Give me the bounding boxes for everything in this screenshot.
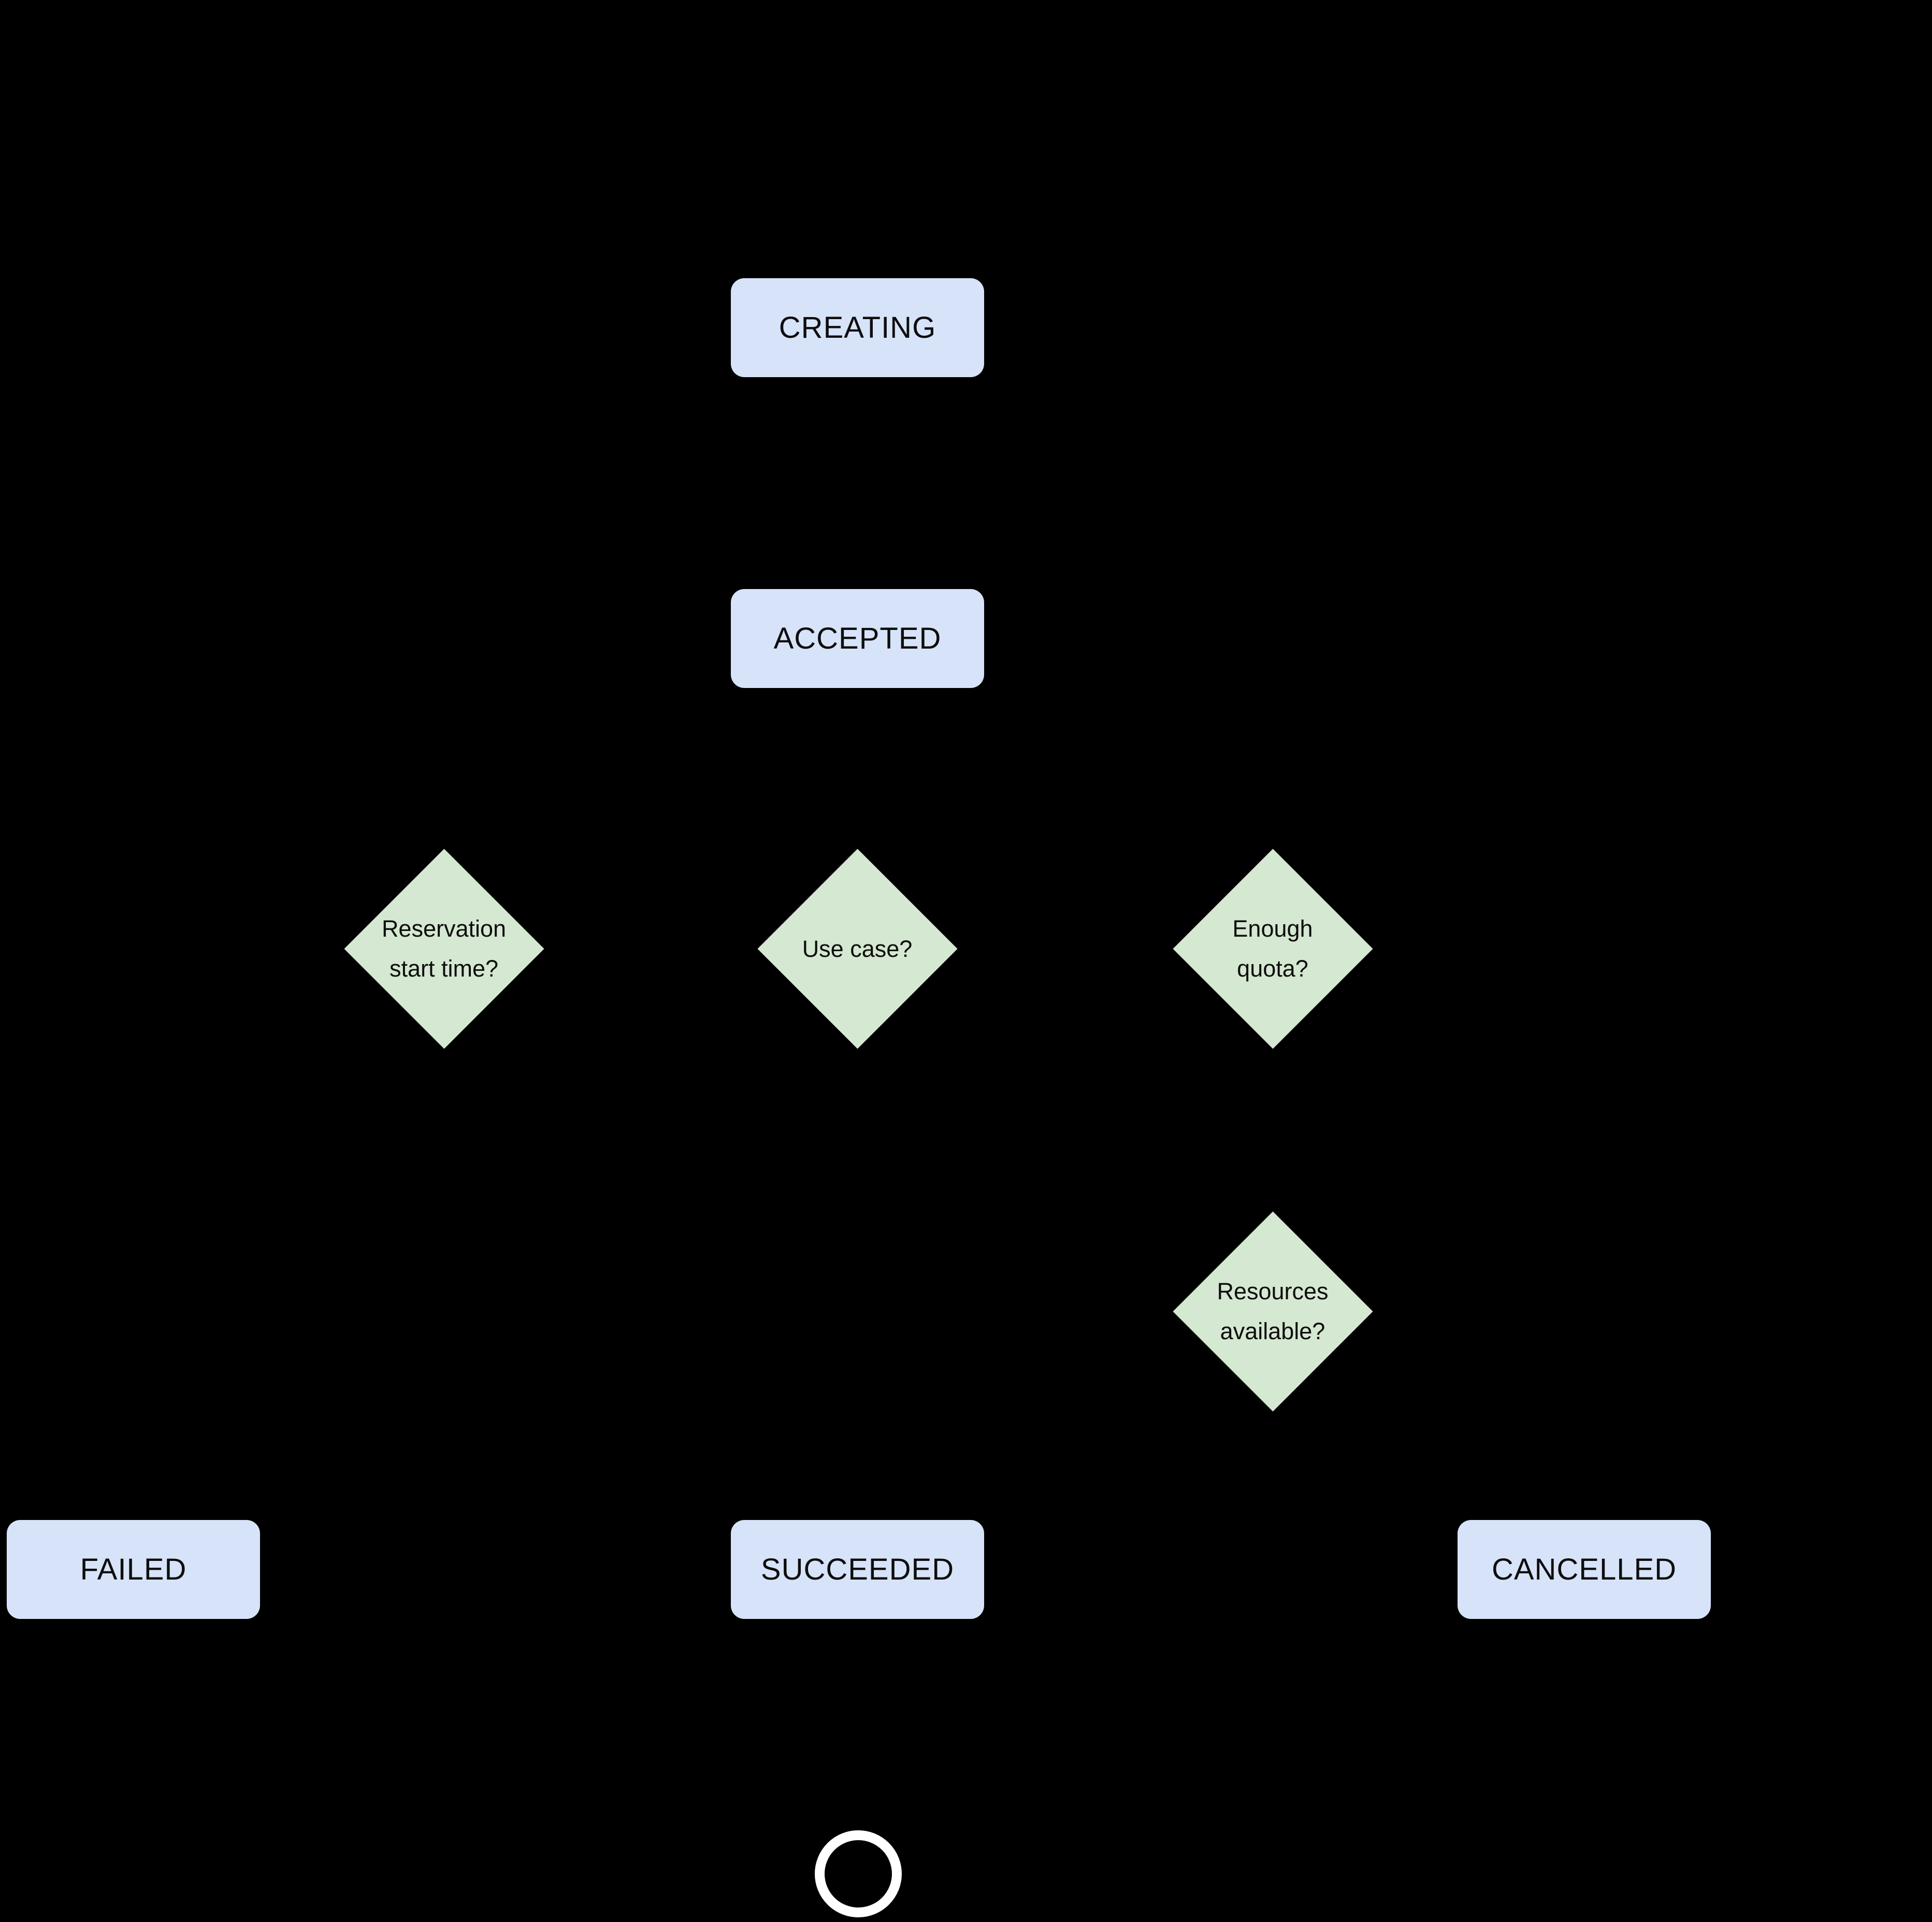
decision-reservation-start-time: Reservation start time? xyxy=(343,848,544,1049)
decision-label-line: Use case? xyxy=(802,935,913,962)
state-accepted: ACCEPTED xyxy=(731,589,984,688)
state-creating-label: CREATING xyxy=(778,311,936,345)
decision-resources-available: Resources available? xyxy=(1172,1211,1373,1412)
state-cancelled-label: CANCELLED xyxy=(1491,1553,1677,1586)
decision-reservation-start-time-label: Reservation start time? xyxy=(344,849,544,1049)
decision-label-line: start time? xyxy=(389,955,499,982)
state-cancelled: CANCELLED xyxy=(1458,1520,1711,1619)
state-failed-label: FAILED xyxy=(80,1553,187,1586)
decision-use-case-label: Use case? xyxy=(757,849,957,1049)
decision-label-line: Resources xyxy=(1217,1278,1329,1304)
decision-label-line: available? xyxy=(1220,1318,1325,1344)
decision-enough-quota: Enough quota? xyxy=(1172,848,1373,1049)
end-terminator-circle xyxy=(815,1830,902,1917)
decision-resources-available-label: Resources available? xyxy=(1173,1211,1373,1411)
decision-label-line: quota? xyxy=(1237,955,1308,982)
state-failed: FAILED xyxy=(7,1520,260,1619)
decision-enough-quota-label: Enough quota? xyxy=(1173,849,1373,1049)
state-accepted-label: ACCEPTED xyxy=(773,622,942,655)
state-creating: CREATING xyxy=(731,278,984,377)
decision-label-line: Reservation xyxy=(381,915,507,942)
decision-use-case: Use case? xyxy=(757,848,958,1049)
state-succeeded-label: SUCCEEDED xyxy=(760,1553,955,1586)
decision-label-line: Enough xyxy=(1232,915,1313,942)
state-succeeded: SUCCEEDED xyxy=(731,1520,984,1619)
